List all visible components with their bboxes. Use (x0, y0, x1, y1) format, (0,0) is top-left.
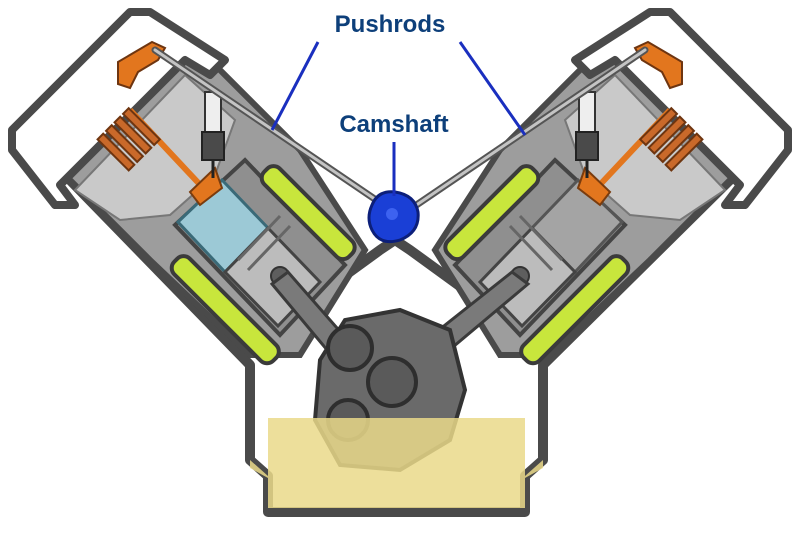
spark-plug-icon (575, 91, 599, 178)
coolant-right-inner (443, 164, 541, 262)
coolant-passages (169, 164, 631, 366)
camshaft-icon (367, 190, 420, 244)
oil-sump (250, 418, 543, 508)
leader-lines (270, 41, 527, 196)
valve-spring-icon (638, 106, 704, 172)
camshaft-label: Camshaft (339, 111, 448, 138)
left-valvetrain (96, 40, 225, 207)
right-pushrod-highlight (410, 48, 647, 210)
pushrods-leader-left (270, 41, 320, 131)
valve-spring-icon (96, 106, 162, 172)
coolant-left-outer (169, 254, 281, 366)
coolant-right-outer (519, 254, 631, 366)
right-valvetrain (575, 40, 704, 207)
pushrods-label: Pushrods (335, 11, 446, 38)
crank-journal-2 (366, 356, 418, 408)
pushrods-leader-right (458, 41, 527, 136)
rocker-arm-icon (633, 40, 683, 90)
rocker-arm-icon (117, 40, 167, 90)
crank-journal-1 (326, 324, 374, 372)
coolant-left-inner (259, 164, 357, 262)
